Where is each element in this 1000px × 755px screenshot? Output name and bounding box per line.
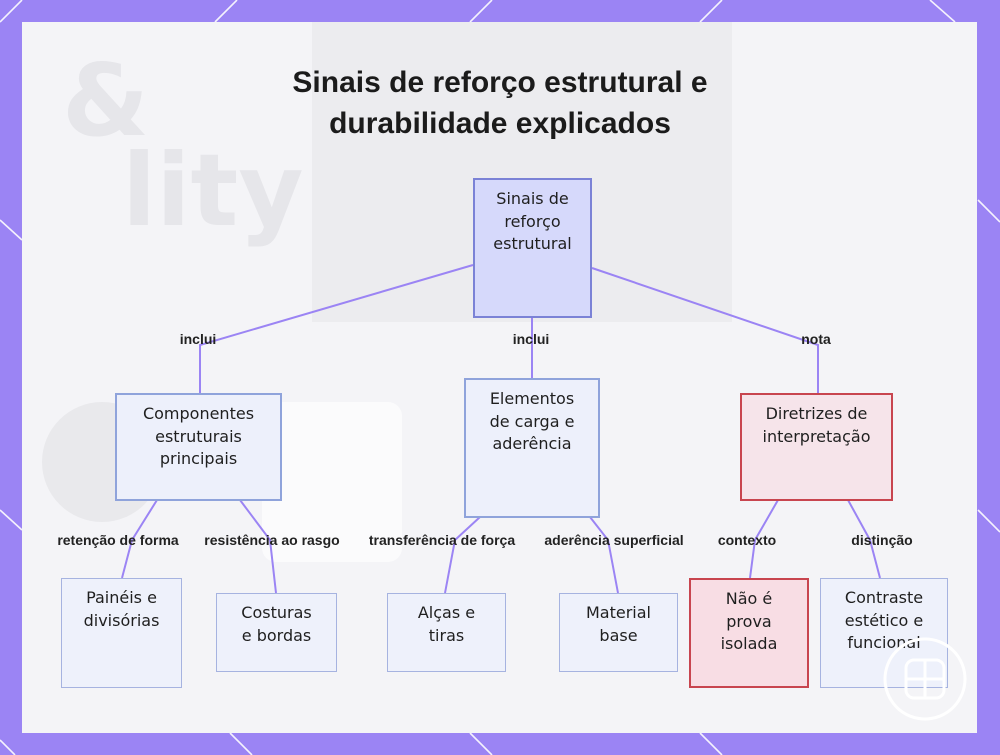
edge-label-root-load: inclui [512,331,550,347]
edge-label-load-straps: transferência de força [368,532,516,548]
diagram-title: Sinais de reforço estrutural e durabilid… [292,66,708,140]
edge-label-load-material: aderência superficial [544,532,684,548]
node-material: Material base [559,593,678,672]
node-seams: Costuras e bordas [216,593,337,672]
edge-label-components-seams: resistência ao rasgo [204,532,340,548]
node-not-proof: Não é prova isolada [689,578,809,688]
background-decoration: & [62,42,150,159]
edge-label-root-guidelines: nota [801,331,831,347]
node-root: Sinais de reforço estrutural [473,178,592,318]
node-straps: Alças e tiras [387,593,506,672]
edge-components-seams [239,499,277,594]
edge-label-guidelines-contrast: distinção [851,532,913,548]
background-decoration: lity [122,132,304,249]
node-contrast: Contraste estético e funcional [820,578,948,688]
node-panels: Painéis e divisórias [61,578,182,688]
edge-root-guidelines [591,267,819,393]
edge-guidelines-not-proof [749,499,779,579]
node-load: Elementos de carga e aderência [464,378,600,518]
edge-label-components-panels: retenção de forma [57,532,179,548]
edge-guidelines-contrast [847,499,881,579]
edge-load-material [589,516,619,594]
watermark-logo-icon [883,637,967,721]
edge-label-guidelines-not-proof: contexto [717,532,777,548]
node-guidelines: Diretrizes de interpretação [740,393,893,501]
edge-load-straps [444,516,481,594]
edge-label-root-components: inclui [179,331,217,347]
edge-components-panels [121,499,158,579]
background-decoration [262,402,402,562]
edge-root-components [199,264,474,393]
node-components: Componentes estruturais principais [115,393,282,501]
